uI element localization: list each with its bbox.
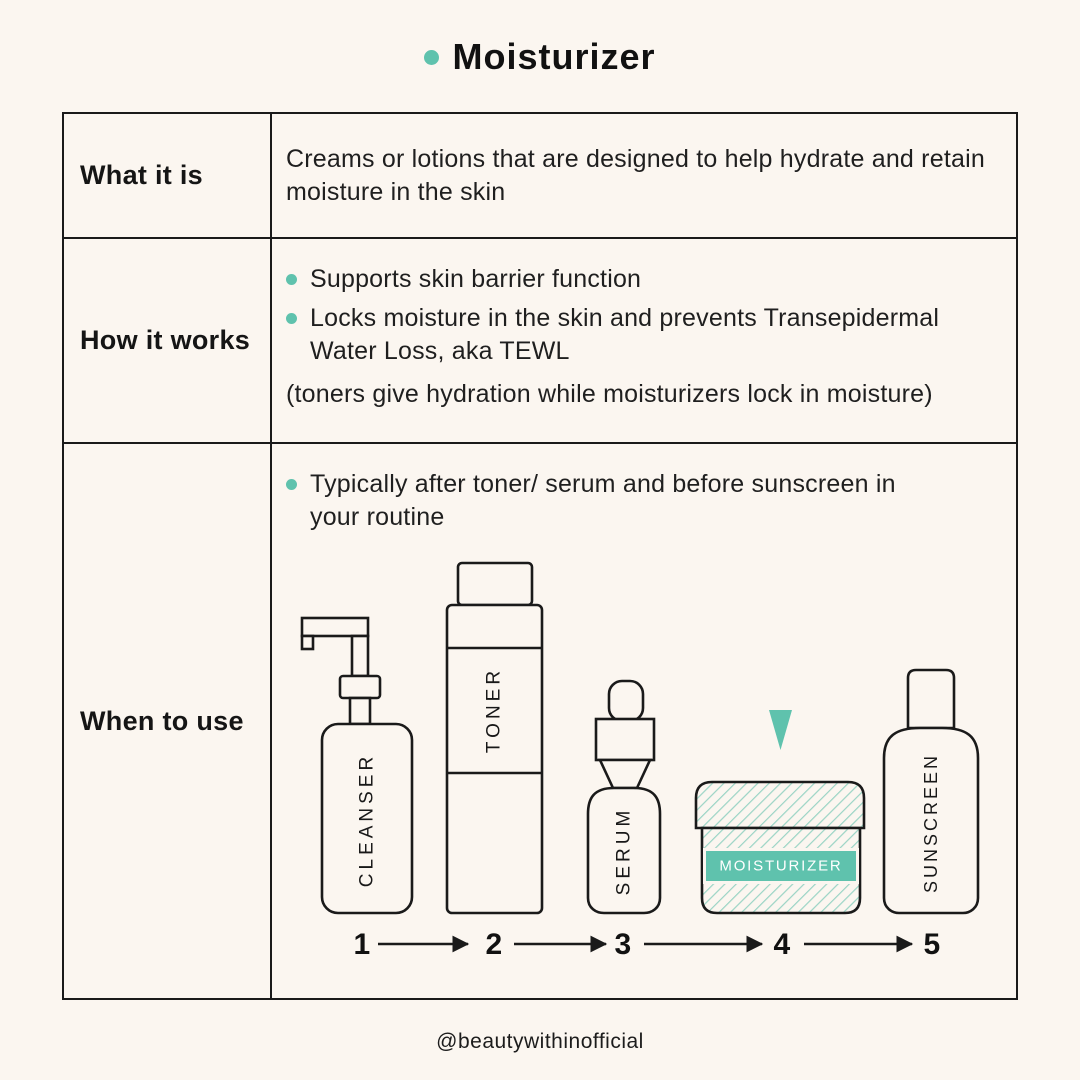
serum-body bbox=[586, 786, 662, 915]
skincare-routine-illustration: CLEANSER TONER SERUM bbox=[300, 561, 980, 961]
step-number: 2 bbox=[486, 928, 503, 961]
page-title: Moisturizer bbox=[452, 36, 656, 77]
title-bullet-dot bbox=[424, 49, 440, 65]
step-number: 4 bbox=[774, 928, 791, 961]
dropper-bulb bbox=[607, 679, 645, 723]
step-number: 3 bbox=[615, 928, 632, 961]
bullet-text: Typically after toner/ serum and before … bbox=[310, 470, 896, 531]
toner-cap bbox=[456, 561, 534, 607]
routine-steps-row: 1 2 3 4 5 bbox=[354, 928, 941, 961]
pump-collar bbox=[338, 674, 382, 700]
pump-arm bbox=[300, 616, 370, 638]
dropper-taper bbox=[597, 758, 653, 790]
jar-lid bbox=[694, 780, 866, 830]
info-table: What it is Creams or lotions that are de… bbox=[62, 112, 1018, 1000]
highlight-down-arrow-icon bbox=[769, 710, 792, 750]
sunscreen-bottle-drawing bbox=[882, 668, 980, 915]
bullet-item: Typically after toner/ serum and before … bbox=[286, 468, 996, 534]
cleanser-bottle-drawing bbox=[300, 616, 414, 915]
dropper-collar bbox=[594, 717, 656, 762]
cleanser-label: CLEANSER bbox=[357, 753, 378, 887]
bullet-item: Locks moisture in the skin and prevents … bbox=[286, 302, 996, 368]
footer: @beautywithinofficial bbox=[0, 1030, 1080, 1054]
row-label: When to use bbox=[80, 705, 244, 736]
row-label: What it is bbox=[80, 160, 203, 190]
moisturizer-label-band bbox=[706, 851, 856, 881]
moisturizer-jar-drawing bbox=[694, 780, 866, 915]
sunscreen-body bbox=[882, 726, 980, 915]
row-how-it-works-label-cell: How it works bbox=[64, 239, 272, 444]
footer-handle: @beautywithinofficial bbox=[436, 1030, 644, 1053]
bullet-dot bbox=[286, 274, 297, 285]
bottle-body bbox=[320, 722, 414, 915]
step-number: 5 bbox=[924, 928, 941, 961]
serum-label: SERUM bbox=[614, 807, 635, 896]
step-number: 1 bbox=[354, 928, 371, 961]
bullet-text: Locks moisture in the skin and prevents … bbox=[310, 304, 940, 365]
row-how-it-works-content-cell: Supports skin barrier function Locks moi… bbox=[272, 239, 1016, 444]
row-when-to-use-label-cell: When to use bbox=[64, 444, 272, 998]
what-it-is-text: Creams or lotions that are designed to h… bbox=[286, 144, 985, 206]
row-what-it-is-content-cell: Creams or lotions that are designed to h… bbox=[272, 114, 1016, 239]
row-label: How it works bbox=[80, 325, 251, 355]
sunscreen-label: SUNSCREEN bbox=[921, 753, 941, 893]
bottle-neck bbox=[348, 696, 372, 726]
serum-bottle-drawing bbox=[586, 679, 662, 915]
toner-body bbox=[445, 603, 544, 915]
toner-bottle-drawing bbox=[445, 561, 544, 915]
bullet-dot bbox=[286, 313, 297, 324]
toner-label: TONER bbox=[484, 667, 505, 753]
pump-spout bbox=[300, 634, 315, 651]
pump-stem bbox=[350, 634, 370, 678]
row-what-it-is-label-cell: What it is bbox=[64, 114, 272, 239]
bullet-dot bbox=[286, 479, 297, 490]
moisturizer-label: MOISTURIZER bbox=[719, 858, 842, 875]
bullet-text: Supports skin barrier function bbox=[310, 265, 642, 293]
note-text: (toners give hydration while moisturizer… bbox=[286, 380, 933, 408]
bullet-item: Supports skin barrier function bbox=[286, 263, 996, 296]
header: Moisturizer bbox=[0, 36, 1080, 78]
row-when-to-use-content-cell: Typically after toner/ serum and before … bbox=[272, 444, 1016, 998]
sunscreen-cap bbox=[906, 668, 956, 730]
